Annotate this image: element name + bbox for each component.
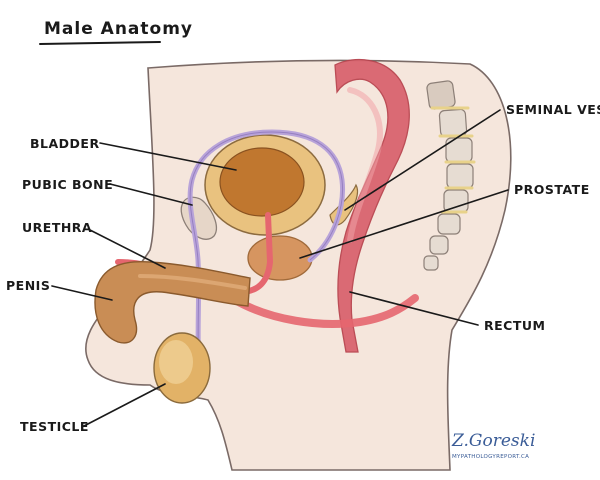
- label-testicle: TESTICLE: [20, 419, 89, 434]
- signature-site: MYPATHOLOGYREPORT.CA: [452, 454, 529, 460]
- label-urethra: URETHRA: [22, 220, 92, 235]
- rectum: [334, 58, 410, 353]
- label-pubic-bone: PUBIC BONE: [22, 177, 113, 192]
- label-bladder: BLADDER: [30, 136, 100, 151]
- label-prostate: PROSTATE: [514, 182, 590, 197]
- title-underline: [39, 41, 161, 45]
- testicle: [153, 332, 211, 404]
- spine: [423, 80, 476, 271]
- signature-name: Z.Goreski: [451, 431, 535, 451]
- leader-bladder: [99, 142, 237, 171]
- label-rectum: RECTUM: [484, 318, 545, 333]
- leader-pubic-bone: [109, 183, 193, 206]
- bladder: [204, 134, 326, 236]
- leader-prostate: [299, 189, 509, 259]
- leader-urethra: [89, 229, 166, 269]
- label-seminal-vesicle: SEMINAL VESIC: [506, 102, 600, 117]
- leader-penis: [51, 285, 113, 301]
- leader-testicle: [83, 383, 166, 427]
- leader-seminal-vesicle: [344, 109, 501, 211]
- leader-rectum: [349, 291, 479, 326]
- label-penis: PENIS: [6, 278, 50, 293]
- diagram-title: Male Anatomy: [44, 19, 193, 39]
